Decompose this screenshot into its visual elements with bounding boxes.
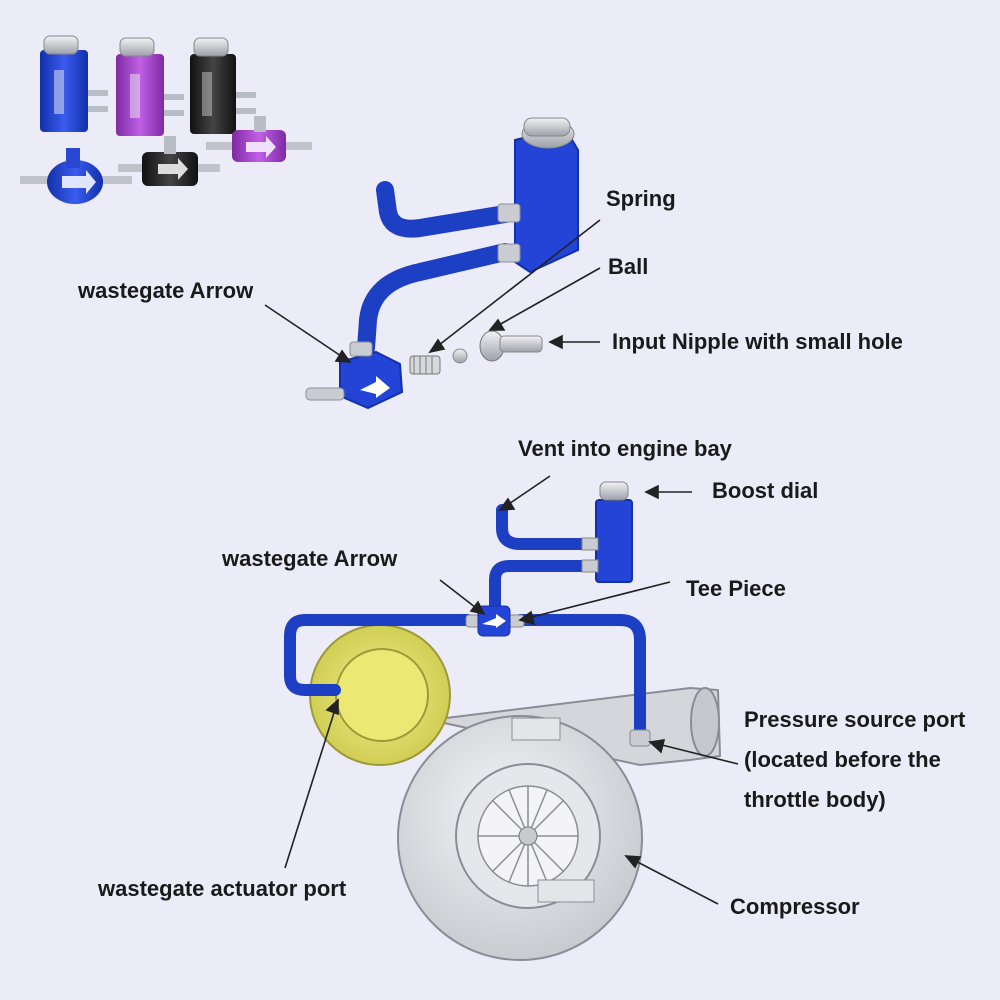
label-wastegate-arrow-top: wastegate Arrow (78, 278, 254, 303)
black-controller-icon (190, 37, 256, 134)
black-tee-icon (118, 136, 220, 186)
product-photos (20, 35, 312, 204)
purple-tee-icon (206, 116, 312, 162)
install-diagram (284, 481, 722, 961)
spring-arrow-icon (428, 219, 601, 354)
label-spring: Spring (606, 186, 676, 211)
compressor-housing (397, 686, 722, 961)
leader-arrows (264, 219, 739, 905)
label-input-nipple: Input Nipple with small hole (612, 329, 903, 354)
blue-controller-icon (40, 35, 108, 132)
pressure-source-arrow-icon (648, 739, 739, 765)
label-tee-piece: Tee Piece (686, 576, 786, 601)
tee-piece-body (465, 605, 525, 637)
actuator-port-arrow-icon (284, 698, 339, 869)
blue-tee-icon (20, 148, 132, 204)
tee-piece-arrow-icon (518, 581, 671, 626)
label-boost-dial: Boost dial (712, 478, 819, 503)
boost-dial-body (581, 481, 633, 583)
pressure-source-line-1: Pressure source port (744, 707, 966, 732)
input-nipple-icon (479, 330, 543, 362)
label-pressure-source: Pressure source port (located before the… (744, 700, 965, 820)
pressure-source-line-3: throttle body) (744, 787, 886, 812)
spring-icon (409, 355, 441, 375)
input-nipple-arrow-icon (548, 334, 600, 350)
label-wastegate-arrow-bottom: wastegate Arrow (222, 546, 398, 571)
wastegate-arrow-top-arrow-icon (264, 304, 352, 363)
exploded-controller-view (305, 117, 579, 410)
label-compressor: Compressor (730, 894, 860, 919)
boost-dial-arrow-icon (644, 484, 692, 500)
pressure-source-line-2: (located before the (744, 747, 941, 772)
turbine-housing (309, 624, 451, 766)
vent-arrow-icon (498, 475, 551, 511)
compressor-arrow-icon (624, 855, 719, 905)
ball-icon (452, 348, 468, 364)
label-wastegate-actuator-port: wastegate actuator port (98, 876, 347, 901)
purple-controller-icon (116, 37, 184, 136)
label-ball: Ball (608, 254, 649, 279)
wastegate-arrow-bottom-arrow-icon (439, 579, 486, 616)
label-vent: Vent into engine bay (518, 436, 732, 461)
ball-arrow-icon (488, 267, 601, 331)
